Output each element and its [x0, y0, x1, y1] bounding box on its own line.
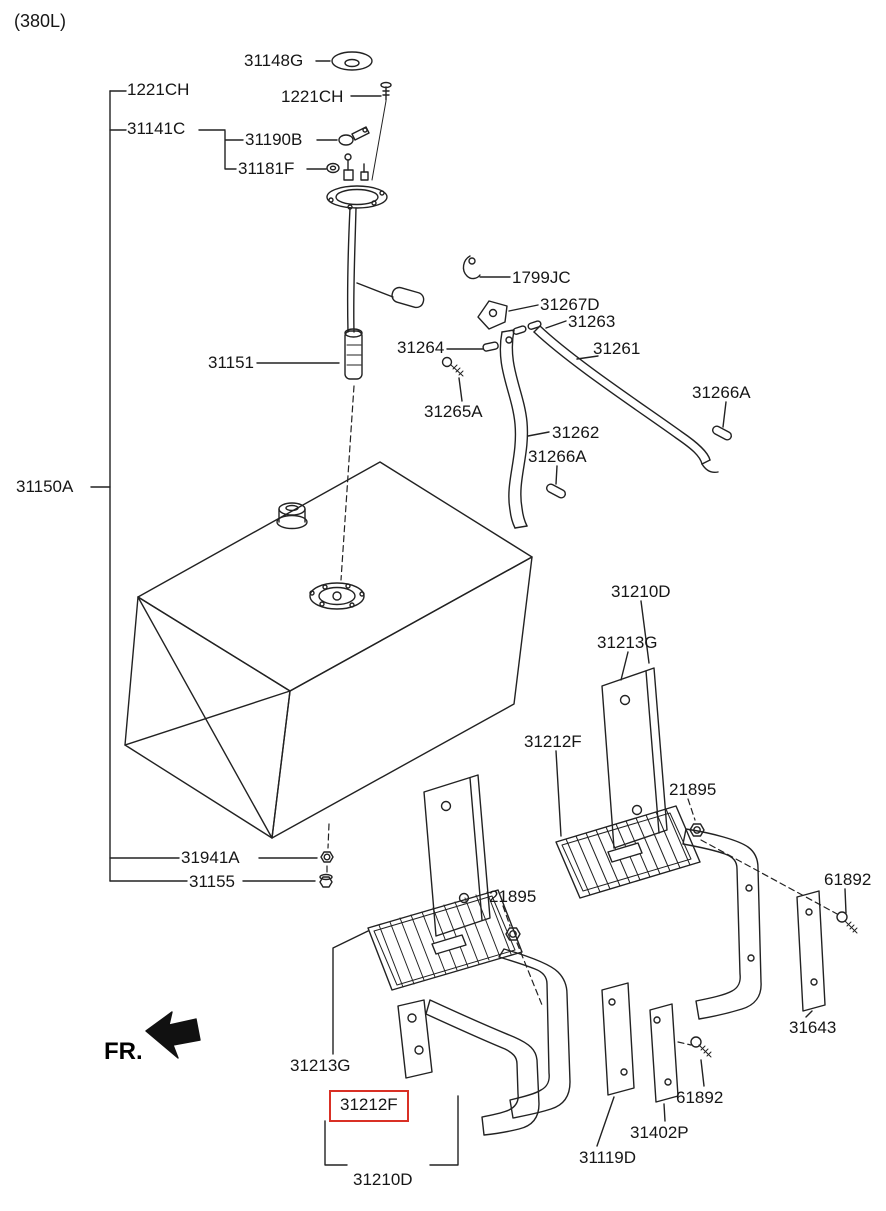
- part-label-31151[interactable]: 31151: [208, 353, 255, 372]
- screw-61892-drawing: [837, 912, 857, 933]
- part-label-31263[interactable]: 31263: [568, 312, 616, 331]
- tank-top-face: [138, 462, 532, 691]
- part-label-31210d-bottom[interactable]: 31210D: [353, 1170, 413, 1189]
- part-label-61892-lower[interactable]: 61892: [676, 1088, 724, 1107]
- leader-lines: [91, 61, 846, 1165]
- part-label-1221ch-left[interactable]: 1221CH: [127, 80, 190, 99]
- part-label-31212f-highlighted[interactable]: 31212F: [329, 1090, 409, 1122]
- sender-hole-drawing: [310, 583, 364, 609]
- part-label-31264[interactable]: 31264: [397, 338, 445, 357]
- part-label-31261[interactable]: 31261: [593, 339, 641, 358]
- step-grate-drawing: [556, 806, 700, 898]
- grommet-31148g-drawing: [332, 52, 372, 70]
- part-label-31212f-upper[interactable]: 31212F: [524, 732, 582, 751]
- part-label-31150a[interactable]: 31150A: [16, 477, 74, 496]
- ring-31181f-drawing: [327, 164, 339, 173]
- fr-direction-arrow: [146, 1012, 200, 1058]
- step-assembly-front: [368, 775, 678, 1135]
- plate-31402p-drawing: [650, 1004, 678, 1102]
- mud-flap-band-drawing: [426, 1000, 539, 1135]
- part-label-31266a-right[interactable]: 31266A: [692, 383, 751, 402]
- step-assembly-rear: [556, 668, 825, 1019]
- capacity-note: (380L): [14, 11, 67, 31]
- filler-neck-drawing: [277, 503, 307, 529]
- fuel-sender-assembly-drawing: [327, 52, 425, 379]
- sender-flange-drawing: [327, 186, 387, 208]
- part-label-31181f[interactable]: 31181F: [238, 159, 295, 178]
- hook-1799jc-drawing: [463, 256, 480, 279]
- screw-61892-drawing: [691, 1037, 711, 1057]
- pin-31263-drawing: [527, 320, 541, 330]
- part-label-31190b[interactable]: 31190B: [245, 130, 303, 149]
- part-label-31210d-top[interactable]: 31210D: [611, 582, 671, 601]
- plug-31155-drawing: [320, 875, 332, 888]
- part-label-31213g-upper[interactable]: 31213G: [597, 633, 658, 652]
- pin-31266a-drawing: [711, 425, 732, 441]
- pin-31266a-drawing: [545, 483, 566, 499]
- tank-straps: [500, 326, 718, 528]
- bolt-31265a-drawing: [443, 358, 464, 377]
- nut-21895-drawing: [506, 928, 520, 940]
- mud-guard-31212f-drawing: [499, 949, 570, 1118]
- part-label-31141c[interactable]: 31141C: [127, 119, 186, 138]
- mount-tab-drawing: [398, 1000, 432, 1078]
- dashed-lines: [327, 386, 839, 1045]
- bracket-panel-31213g-drawing: [602, 668, 667, 848]
- pin-31264-drawing: [483, 342, 499, 352]
- part-label-31402p[interactable]: 31402P: [630, 1123, 689, 1142]
- part-label-21895-center[interactable]: 21895: [489, 887, 537, 906]
- part-label-31155[interactable]: 31155: [189, 872, 236, 891]
- float-drawing: [390, 286, 425, 309]
- part-label-1799jc[interactable]: 1799JC: [512, 268, 571, 287]
- part-label-31262[interactable]: 31262: [552, 423, 600, 442]
- part-label-21895-right[interactable]: 21895: [669, 780, 717, 799]
- part-label-31148g[interactable]: 31148G: [244, 51, 304, 70]
- tank-end-cross-brace: [125, 597, 290, 838]
- part-label-31265a[interactable]: 31265A: [424, 402, 483, 421]
- sender-pipe-drawing: [348, 208, 350, 332]
- mud-guard-31212f-drawing: [683, 829, 761, 1019]
- tank-front-face: [272, 557, 532, 838]
- bracket-panel-31213g-drawing: [424, 775, 490, 936]
- part-label-31213g-lower[interactable]: 31213G: [290, 1056, 351, 1075]
- part-label-31266a-lower[interactable]: 31266A: [528, 447, 587, 466]
- float-arm-drawing: [357, 283, 393, 297]
- strainer-drawing: [345, 329, 362, 379]
- fr-label: FR.: [104, 1038, 143, 1065]
- nut-31941a-drawing: [321, 852, 333, 862]
- part-label-31267d[interactable]: 31267D: [540, 295, 600, 314]
- plate-31119d-drawing: [602, 983, 634, 1095]
- part-label-1221ch-top[interactable]: 1221CH: [281, 87, 344, 106]
- small-parts: [320, 256, 857, 1057]
- fuel-tank-drawing: [125, 462, 532, 838]
- part-label-31941a[interactable]: 31941A: [181, 848, 240, 867]
- screw-1221ch-drawing: [381, 83, 391, 101]
- strap-31261-drawing: [534, 326, 718, 472]
- bracket-31267d-drawing: [478, 301, 507, 329]
- part-label-31643[interactable]: 31643: [789, 1018, 837, 1037]
- step-grate-drawing: [368, 890, 522, 990]
- plate-31643-drawing: [797, 891, 825, 1011]
- part-label-31119d[interactable]: 31119D: [579, 1148, 637, 1167]
- strap-31262-drawing: [500, 330, 527, 528]
- part-label-61892-upper[interactable]: 61892: [824, 870, 872, 889]
- valve-31190b-drawing: [339, 127, 369, 145]
